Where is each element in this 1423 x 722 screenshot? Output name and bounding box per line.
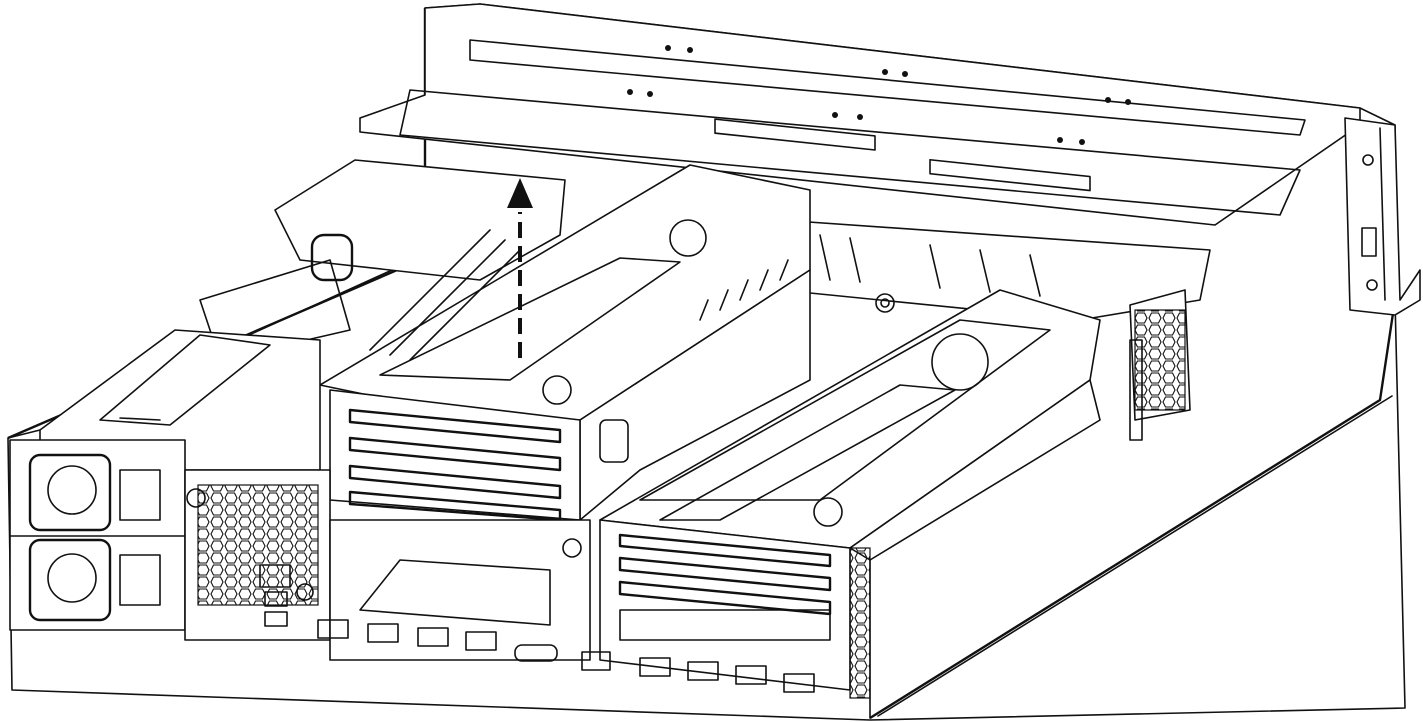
riser-cage-right [599, 289, 1101, 699]
front-ear-bracket [1344, 117, 1421, 316]
rear-io-panel [184, 469, 815, 693]
lift-up-arrow [507, 178, 533, 358]
riser-cage-left [319, 164, 811, 522]
chassis-top-cover [359, 3, 1361, 226]
power-supply-bay [9, 329, 321, 631]
